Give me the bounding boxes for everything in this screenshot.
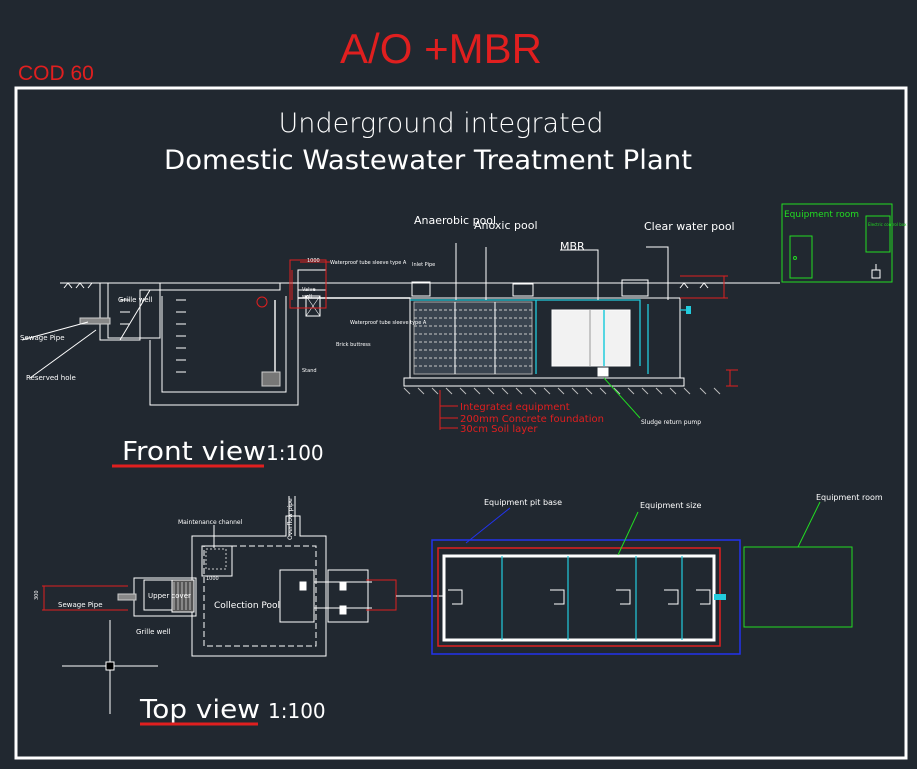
cover-3	[621, 279, 649, 297]
front-view: 1000	[21, 258, 780, 406]
label-equipment-room-top: Equipment room	[816, 493, 883, 502]
label-clear-water-pool: Clear water pool	[644, 220, 735, 233]
label-grille-well: Grille well	[118, 296, 153, 304]
top-pool-outer	[191, 515, 327, 657]
maintenance-channel	[201, 545, 233, 577]
label-inlet-pipe: Inlet Pipe	[412, 262, 435, 268]
concrete-foundation	[403, 377, 685, 387]
pump-box	[279, 569, 315, 623]
top-view-scale: 1:100	[268, 699, 326, 723]
equipment-pit-base	[431, 539, 741, 655]
top-pool-inner	[203, 545, 317, 647]
drawing-title-line1: Underground integrated	[279, 108, 604, 139]
front-view-label: Front view	[122, 437, 266, 467]
drawing-frame	[14, 86, 908, 760]
collection-pool-inner	[161, 296, 287, 393]
label-electric-control-box: Electric control box	[868, 222, 907, 227]
ground-hatch	[63, 282, 709, 289]
label-waterproof-mid: Waterproof tube sleeve type A	[350, 320, 427, 326]
lift-pump	[261, 371, 281, 387]
dim-top-pipe: 300	[34, 590, 40, 600]
label-collection-pool: Collection Pool	[214, 601, 280, 611]
label-reserved-hole: Reserved hole	[26, 374, 76, 382]
label-mbr: MBR	[560, 240, 585, 253]
front-view-scale: 1:100	[266, 441, 324, 465]
float-switch	[256, 296, 268, 308]
label-sewage-pipe: Sewage Pipe	[20, 334, 65, 342]
label-equipment-room-front: Equipment room	[784, 210, 859, 220]
main-title: A/O +MBR	[340, 25, 542, 72]
top-view	[42, 496, 444, 657]
dim-top-front: 1000	[307, 258, 320, 264]
label-overflow-pipe: Overflow pipe	[287, 498, 294, 540]
pool-ladder	[120, 299, 186, 373]
label-maintenance-channel: Maintenance channel	[178, 519, 243, 526]
equipment-room-front	[781, 203, 893, 283]
bio-carrier-packing	[413, 301, 533, 375]
equipment-room-top	[465, 501, 853, 628]
drawing-title-line2: Domestic Wastewater Treatment Plant	[164, 145, 692, 176]
label-equipment-size: Equipment size	[640, 501, 702, 510]
label-grille-well-top: Grille well	[136, 628, 171, 636]
red-dims-valve	[289, 259, 330, 309]
process-piping	[410, 299, 688, 374]
integrated-equipment	[403, 243, 738, 430]
foundation-note-3: 30cm Soil layer	[460, 424, 538, 435]
label-brick-buttress: Brick buttress	[336, 342, 371, 348]
label-upper-cover: Upper cover	[148, 592, 191, 600]
red-dims-top-left	[42, 585, 128, 611]
sewage-pipe-top	[117, 593, 137, 601]
grille-well-wall	[99, 283, 281, 341]
equipment-body-top	[442, 554, 716, 642]
grille-well-box	[107, 282, 161, 339]
foundation-note-1: Integrated equipment	[460, 402, 570, 413]
label-equipment-pit-base: Equipment pit base	[484, 498, 562, 507]
label-wall: wall	[302, 294, 312, 300]
foundation-note-2: 200mm Concrete foundation	[460, 414, 604, 425]
cad-crosshair	[62, 620, 158, 714]
label-anaerobic-pool: Anaerobic pool	[414, 214, 496, 227]
red-dims-front	[439, 275, 738, 430]
label-sludge-return-pump: Sludge return pump	[641, 419, 701, 426]
collection-pool-outer	[149, 290, 299, 406]
grille-diagonal	[119, 289, 151, 341]
cover-1	[411, 281, 431, 297]
top-view-label: Top view	[139, 695, 260, 725]
corner-label: COD 60	[18, 62, 94, 85]
mbr-module	[551, 309, 631, 367]
sewage-pipe-front	[79, 317, 111, 325]
label-valve: Valve	[302, 287, 316, 293]
cover-2	[512, 283, 534, 297]
label-sewage-pipe-top: Sewage Pipe	[58, 601, 103, 609]
label-stand: Stand	[302, 368, 317, 374]
label-anoxic-pool: Anoxic pool	[474, 219, 538, 232]
label-waterproof-top: Waterproof tube sleeve type A	[330, 260, 407, 266]
dim-top-w1: 1000	[206, 576, 219, 582]
equipment-pit-top	[431, 539, 741, 655]
